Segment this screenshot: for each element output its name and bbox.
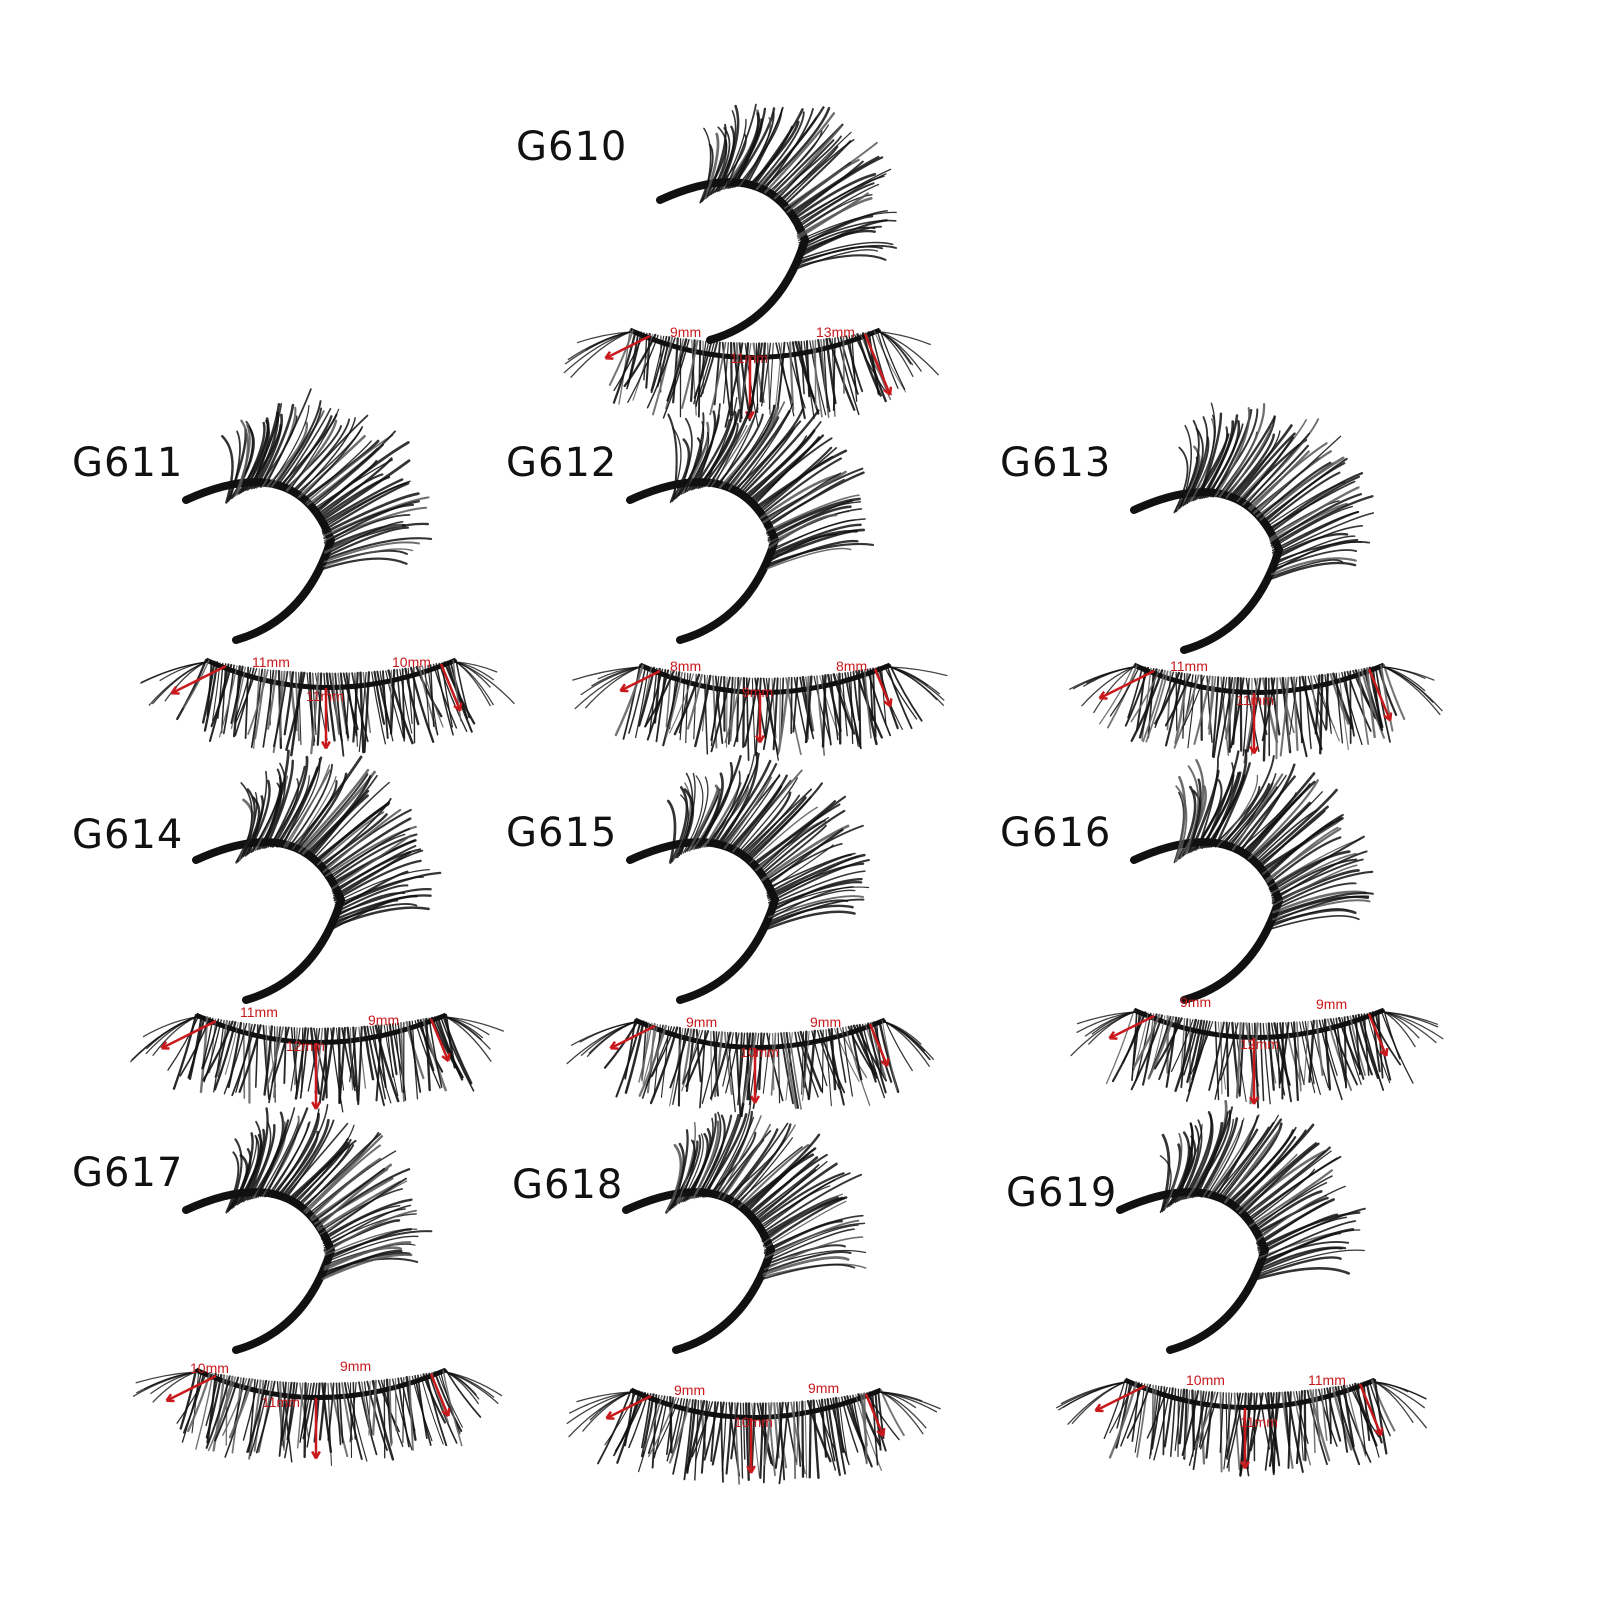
lash-illustration bbox=[129, 749, 505, 1113]
lash-side-view bbox=[192, 749, 442, 1004]
lash-front-view bbox=[132, 1367, 503, 1466]
lash-length-center: 11mm bbox=[262, 1394, 300, 1410]
lash-illustration bbox=[140, 388, 515, 757]
lash-illustration bbox=[1068, 402, 1443, 764]
lash-length-left: 9mm bbox=[1180, 994, 1212, 1010]
lash-code: G618 bbox=[512, 1162, 624, 1208]
lash-length-center: 11mm bbox=[306, 688, 344, 704]
lash-length-center: 11mm bbox=[1240, 1414, 1278, 1430]
lash-item-g614: G614 11mm 12mm 9mm bbox=[56, 749, 516, 1180]
lash-length-center: 10mm bbox=[740, 1044, 779, 1060]
lash-length-right: 8mm bbox=[836, 658, 868, 674]
lash-length-right: 9mm bbox=[808, 1380, 840, 1396]
lash-front-view bbox=[1055, 1377, 1428, 1477]
lash-item-g612: G612 8mm 9mm 8mm bbox=[490, 397, 950, 810]
lash-length-right: 9mm bbox=[340, 1358, 372, 1374]
lash-side-view bbox=[622, 1097, 867, 1354]
lash-front-view bbox=[129, 1012, 505, 1113]
lash-item-g618: G618 9mm 10mm 9mm bbox=[496, 1097, 956, 1530]
lash-length-left: 10mm bbox=[190, 1360, 229, 1376]
lash-side-view bbox=[1130, 402, 1375, 654]
lash-length-center: 12mm bbox=[286, 1038, 325, 1054]
lash-length-center: 12mm bbox=[1240, 1036, 1279, 1052]
lash-length-center: 11mm bbox=[1236, 692, 1274, 708]
lash-code: G617 bbox=[72, 1150, 184, 1196]
lash-side-view bbox=[1116, 1099, 1366, 1354]
lash-length-right: 11mm bbox=[1308, 1372, 1346, 1388]
lash-item-g611: G611 11mm 11mm 10mm bbox=[56, 388, 516, 810]
lash-illustration bbox=[572, 397, 948, 761]
lash-item-g613: G613 11mm 11mm bbox=[984, 402, 1444, 810]
lash-code: G610 bbox=[516, 124, 628, 170]
lash-item-g617: G617 10mm 11mm 9mm bbox=[56, 1104, 516, 1530]
lash-length-left: 8mm bbox=[670, 658, 702, 674]
lash-side-view bbox=[626, 397, 875, 644]
lash-illustration bbox=[566, 1097, 941, 1485]
lash-item-g610: G610 9mm 11mm 13mm bbox=[500, 103, 960, 490]
lash-length-center: 11mm bbox=[730, 350, 768, 366]
lash-code: G611 bbox=[72, 440, 184, 486]
lash-length-right: 9mm bbox=[368, 1012, 400, 1028]
lash-front-view bbox=[566, 1017, 935, 1118]
lash-item-g616: G616 9mm 12mm 9mm bbox=[984, 749, 1444, 1180]
lash-side-view bbox=[182, 388, 433, 644]
lash-length-right: 10mm bbox=[392, 654, 431, 670]
lash-length-left: 9mm bbox=[686, 1014, 718, 1030]
lash-code: G615 bbox=[506, 810, 618, 856]
lash-length-left: 9mm bbox=[670, 324, 702, 340]
lash-length-left: 11mm bbox=[252, 654, 290, 670]
lash-front-view bbox=[563, 327, 940, 428]
lash-front-view bbox=[572, 662, 948, 761]
lash-code: G614 bbox=[72, 812, 184, 858]
lash-length-right: 9mm bbox=[1316, 996, 1348, 1012]
lash-item-g619: G619 10mm 11mm 11mm bbox=[990, 1099, 1450, 1530]
lash-length-right: 9mm bbox=[810, 1014, 842, 1030]
lash-illustration bbox=[132, 1104, 503, 1466]
lash-side-view bbox=[182, 1104, 433, 1354]
lash-length-right: 13mm bbox=[816, 324, 855, 340]
lash-illustration bbox=[563, 103, 940, 428]
lash-length-center: 10mm bbox=[734, 1414, 773, 1430]
lash-length-left: 11mm bbox=[240, 1004, 278, 1020]
lash-code: G616 bbox=[1000, 810, 1112, 856]
lash-front-view bbox=[1068, 662, 1443, 764]
lash-side-view bbox=[626, 751, 870, 1004]
lash-side-view bbox=[1130, 749, 1374, 1004]
lash-code: G619 bbox=[1006, 1170, 1118, 1216]
lash-illustration bbox=[566, 751, 935, 1118]
lash-length-left: 9mm bbox=[674, 1382, 706, 1398]
lash-code: G612 bbox=[506, 440, 618, 486]
lash-item-g615: G615 9mm 10mm 9mm bbox=[490, 751, 950, 1180]
lash-code: G613 bbox=[1000, 440, 1112, 486]
lash-front-view bbox=[566, 1387, 941, 1485]
lash-illustration bbox=[1055, 1099, 1428, 1477]
lash-length-left: 10mm bbox=[1186, 1372, 1225, 1388]
lash-length-center: 9mm bbox=[742, 684, 774, 700]
lash-side-view bbox=[656, 103, 898, 344]
lash-front-view bbox=[1070, 1007, 1444, 1109]
lash-length-left: 11mm bbox=[1170, 658, 1208, 674]
lash-front-view bbox=[140, 657, 515, 757]
lash-illustration bbox=[1070, 749, 1444, 1109]
